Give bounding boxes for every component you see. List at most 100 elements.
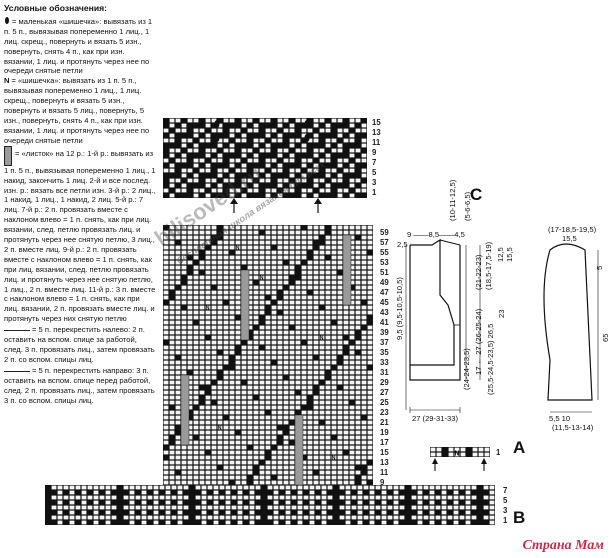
dim-sleeve-height: 65 xyxy=(601,333,610,342)
grid-cell xyxy=(181,280,187,285)
bobble-icon xyxy=(304,134,310,142)
grid-cell xyxy=(301,325,307,330)
grid-cell xyxy=(235,410,241,415)
grid-cell xyxy=(313,168,319,173)
grid-cell xyxy=(177,510,183,515)
grid-cell xyxy=(199,365,205,370)
grid-cell xyxy=(199,410,205,415)
grid-cell xyxy=(175,395,181,400)
grid-cell xyxy=(337,250,343,255)
grid-cell xyxy=(337,460,343,465)
dim-mid: 23 xyxy=(497,309,506,318)
grid-cell xyxy=(229,275,235,280)
grid-cell xyxy=(411,520,417,525)
grid-cell xyxy=(253,178,259,183)
grid-cell xyxy=(343,325,349,330)
grid-cell xyxy=(277,375,283,380)
grid-cell xyxy=(187,310,193,315)
grid-cell xyxy=(193,225,199,230)
grid-cell xyxy=(265,300,271,305)
grid-cell xyxy=(277,188,283,193)
grid-cell xyxy=(199,465,205,470)
grid-cell xyxy=(301,460,307,465)
grid-cell xyxy=(135,485,141,490)
grid-cell xyxy=(435,505,441,510)
grid-cell xyxy=(259,385,265,390)
grid-cell xyxy=(337,440,343,445)
grid-cell xyxy=(187,425,193,430)
grid-cell xyxy=(319,158,325,163)
grid-cell xyxy=(325,255,331,260)
grid-cell xyxy=(483,500,489,505)
grid-cell xyxy=(325,128,331,133)
grid-cell xyxy=(325,143,331,148)
grid-cell xyxy=(259,320,265,325)
grid-cell xyxy=(361,415,367,420)
grid-cell xyxy=(367,370,373,375)
grid-cell xyxy=(291,515,297,520)
grid-cell xyxy=(277,310,283,315)
grid-cell xyxy=(169,380,175,385)
grid-cell xyxy=(477,515,483,520)
grid-cell xyxy=(325,285,331,290)
grid-cell xyxy=(253,320,259,325)
grid-cell xyxy=(193,335,199,340)
grid-cell xyxy=(163,450,169,455)
grid-cell xyxy=(187,245,193,250)
grid-cell xyxy=(283,168,289,173)
grid-cell xyxy=(253,275,259,280)
grid-cell xyxy=(181,315,187,320)
grid-cell xyxy=(303,515,309,520)
grid-cell xyxy=(331,450,337,455)
grid-cell xyxy=(211,310,217,315)
grid-cell xyxy=(301,290,307,295)
grid-cell xyxy=(279,500,285,505)
grid-cell xyxy=(319,245,325,250)
grid-cell xyxy=(259,365,265,370)
grid-cell xyxy=(241,430,247,435)
grid-cell xyxy=(265,280,271,285)
grid-cell xyxy=(321,490,327,495)
grid-cell xyxy=(211,285,217,290)
grid-cell xyxy=(277,435,283,440)
grid-cell xyxy=(259,315,265,320)
grid-cell xyxy=(337,345,343,350)
grid-cell xyxy=(307,163,313,168)
grid-cell xyxy=(367,305,373,310)
grid-cell xyxy=(429,510,435,515)
grid-cell xyxy=(307,143,313,148)
grid-cell xyxy=(253,345,259,350)
grid-cell xyxy=(423,515,429,520)
grid-cell xyxy=(355,265,361,270)
grid-cell xyxy=(319,465,325,470)
grid-cell xyxy=(361,255,367,260)
grid-cell xyxy=(193,430,199,435)
grid-cell xyxy=(241,123,247,128)
grid-cell xyxy=(289,173,295,178)
grid-cell xyxy=(349,235,355,240)
grid-cell xyxy=(321,495,327,500)
grid-cell xyxy=(301,445,307,450)
grid-cell xyxy=(211,450,217,455)
grid-cell xyxy=(163,385,169,390)
grid-cell xyxy=(217,225,223,230)
grid-cell xyxy=(229,370,235,375)
grid-cell xyxy=(163,370,169,375)
grid-cell xyxy=(187,380,193,385)
grid-cell xyxy=(259,128,265,133)
grid-cell xyxy=(271,143,277,148)
grid-cell xyxy=(253,168,259,173)
grid-cell xyxy=(169,118,175,123)
grid-cell xyxy=(169,350,175,355)
grid-cell xyxy=(355,163,361,168)
grid-cell xyxy=(259,178,265,183)
grid-cell xyxy=(211,183,217,188)
grid-cell xyxy=(267,485,273,490)
grid-cell xyxy=(229,230,235,235)
grid-cell xyxy=(229,465,235,470)
grid-cell xyxy=(307,335,313,340)
grid-cell xyxy=(289,270,295,275)
grid-cell xyxy=(219,490,225,495)
grid-cell xyxy=(187,143,193,148)
grid-cell xyxy=(349,173,355,178)
